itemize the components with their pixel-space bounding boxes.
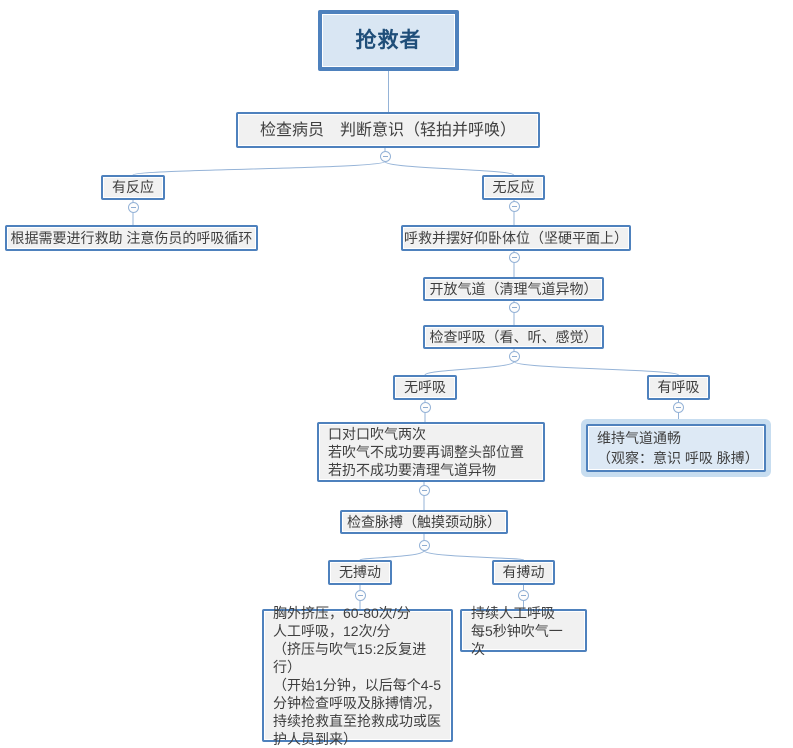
node-pulse[interactable]: 有搏动 — [492, 560, 555, 585]
node-maintain-airway[interactable]: 维持气道通畅 （观察：意识 呼吸 脉搏） — [586, 424, 766, 472]
node-no-pulse[interactable]: 无搏动 — [328, 560, 392, 585]
node-call-help-position[interactable]: 呼救并摆好仰卧体位（坚硬平面上） — [401, 225, 631, 251]
node-breathing[interactable]: 有呼吸 — [647, 375, 710, 400]
collapse-toggle-icon[interactable] — [508, 251, 520, 263]
collapse-toggle-icon[interactable] — [379, 150, 391, 162]
node-open-airway[interactable]: 开放气道（清理气道异物） — [423, 277, 604, 301]
node-mouth-to-mouth[interactable]: 口对口吹气两次 若吹气不成功要再调整头部位置 若扔不成功要清理气道异物 — [317, 422, 545, 482]
collapse-toggle-icon[interactable] — [508, 350, 520, 362]
node-chest-compression[interactable]: 胸外挤压，60-80次/分 人工呼吸，12次/分 （挤压与吹气15:2反复进行）… — [262, 605, 453, 747]
selection-highlight: 维持气道通畅 （观察：意识 呼吸 脉搏） — [581, 419, 771, 477]
collapse-toggle-icon[interactable] — [418, 484, 430, 496]
collapse-toggle-icon[interactable] — [508, 200, 520, 212]
node-no-breathing[interactable]: 无呼吸 — [393, 375, 457, 400]
collapse-toggle-icon[interactable] — [418, 539, 430, 551]
node-check-pulse[interactable]: 检查脉搏（触摸颈动脉） — [340, 510, 508, 534]
collapse-toggle-icon[interactable] — [419, 401, 431, 413]
node-check-breathing[interactable]: 检查呼吸（看、听、感觉） — [423, 325, 604, 349]
collapse-toggle-icon[interactable] — [127, 201, 139, 213]
collapse-toggle-icon[interactable] — [673, 401, 684, 413]
node-rescuer[interactable]: 抢救者 — [318, 10, 459, 71]
node-responsive-action[interactable]: 根据需要进行救助 注意伤员的呼吸循环 — [5, 225, 258, 251]
collapse-toggle-icon[interactable] — [518, 589, 529, 601]
node-responsive[interactable]: 有反应 — [101, 175, 165, 200]
collapse-toggle-icon[interactable] — [354, 589, 366, 601]
node-continue-rescue-breathing[interactable]: 持续人工呼吸 每5秒钟吹气一次 — [460, 605, 587, 657]
node-check-consciousness[interactable]: 检查病员 判断意识（轻拍并呼唤） — [236, 112, 540, 148]
node-unresponsive[interactable]: 无反应 — [482, 175, 545, 200]
collapse-toggle-icon[interactable] — [508, 301, 520, 313]
